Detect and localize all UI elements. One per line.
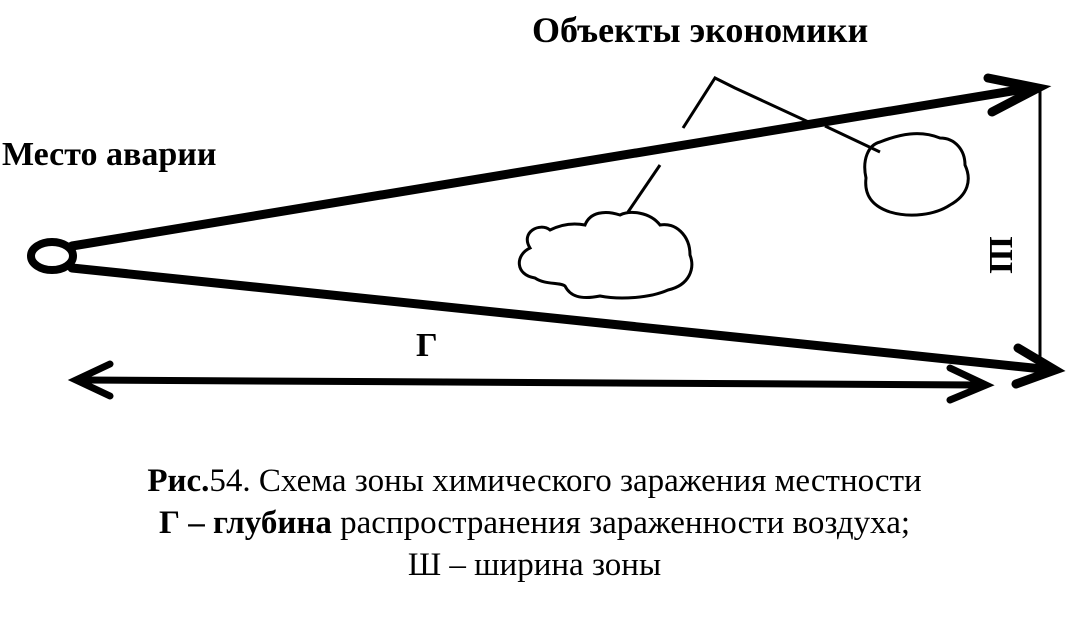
zone-lower-arrowhead [1011, 343, 1066, 389]
caption-line-1: Рис.54. Схема зоны химического заражения… [0, 460, 1069, 502]
figure-caption: Рис.54. Схема зоны химического заражения… [0, 460, 1069, 586]
caption-title: 54. Схема зоны химического заражения мес… [209, 463, 922, 499]
caption-line-3: Ш – ширина зоны [407, 547, 662, 583]
economic-objects-label: Объекты экономики [532, 10, 868, 50]
economic-object-2-outline [863, 132, 970, 217]
accident-site-marker [27, 238, 77, 274]
zone-upper-boundary [67, 83, 1035, 251]
zone-upper-arrowhead [983, 73, 1052, 117]
caption-depth-term: Г – глубина [158, 505, 332, 541]
caption-figure-prefix: Рис. [147, 463, 210, 499]
leader-to-object-2 [824, 124, 881, 154]
accident-site-label: Место аварии [2, 136, 216, 173]
leader-to-object-1 [626, 164, 662, 213]
depth-dimension-line [81, 376, 981, 389]
caption-line-2: Г – глубина распространения зараженности… [0, 502, 1069, 544]
zone-lower-boundary [67, 263, 1057, 375]
depth-right-arrowhead [946, 364, 995, 404]
caption-depth-definition: распространения зараженности воздуха; [331, 505, 911, 541]
objects-label-leader [681, 76, 816, 129]
economic-object-1-outline [517, 211, 694, 300]
depth-left-arrowhead [67, 360, 114, 400]
depth-symbol: Г [416, 327, 438, 364]
width-symbol: Ш [982, 236, 1019, 273]
